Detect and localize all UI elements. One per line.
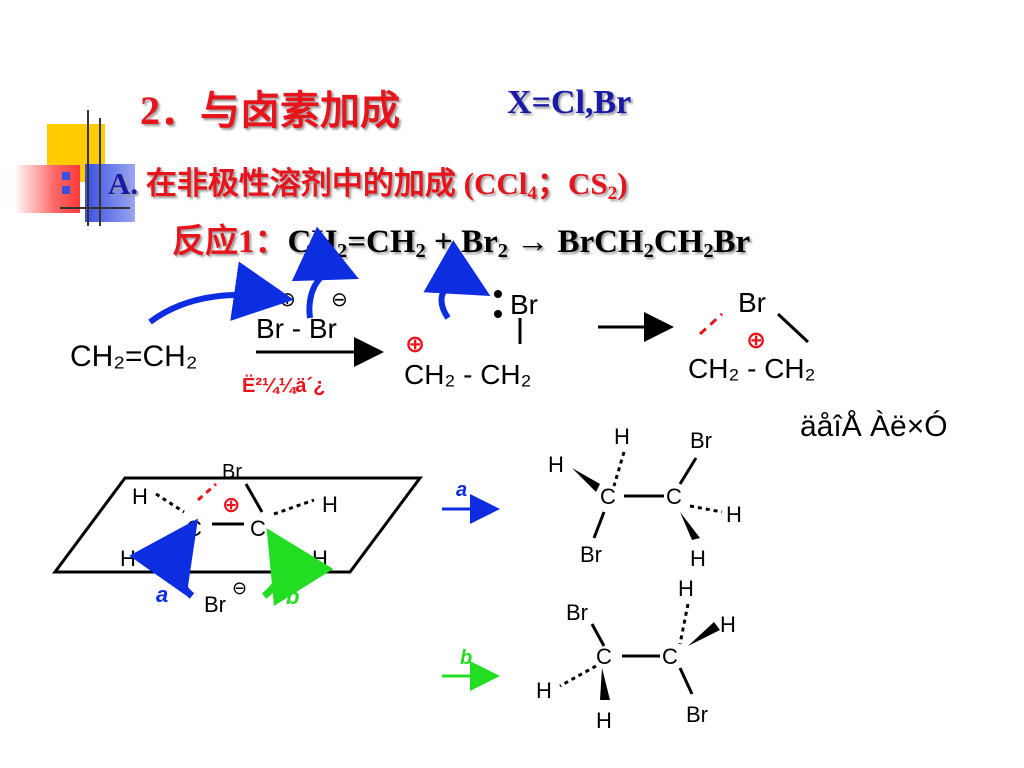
deco-blue-block	[85, 164, 135, 222]
svg-text:C: C	[666, 484, 682, 509]
plane-c2: C	[250, 516, 266, 541]
plane-h2: H	[322, 492, 338, 517]
attack-arrow-b	[261, 528, 334, 607]
path-a-label: a	[156, 582, 168, 607]
bromonium-bromine: Br	[738, 287, 766, 318]
electron-arrow-2	[291, 226, 359, 319]
bromonium-chain: CH₂ - CH₂	[688, 353, 816, 384]
plane-plus: ⊕	[222, 492, 240, 517]
title-number: 2．	[140, 88, 200, 133]
intermediate-chain: CH₂ - CH₂	[404, 359, 532, 390]
solvent-list: (CCl4；CS2)	[463, 166, 628, 204]
path-b-label: b	[286, 584, 299, 609]
svg-text:H: H	[720, 612, 736, 637]
svg-text:C: C	[600, 484, 616, 509]
plane-h3: H	[120, 546, 136, 571]
svg-text:H: H	[536, 678, 552, 703]
carbocation-plus: ⊕	[405, 331, 425, 358]
svg-text:H: H	[596, 708, 612, 733]
svg-text:C: C	[596, 644, 612, 669]
subheading: A. 在非极性溶剂中的加成 (CCl4；CS2)	[108, 158, 628, 205]
plane-h4: H	[312, 546, 328, 571]
svg-text:Br: Br	[566, 600, 588, 625]
title-text: 与卤素加成	[200, 88, 400, 133]
halogen-label: X=Cl,Br	[507, 84, 632, 121]
svg-text:Br: Br	[690, 428, 712, 453]
svg-text:Br: Br	[686, 702, 708, 727]
bromine-minus-charge: ⊖	[331, 289, 348, 311]
svg-text:H: H	[726, 502, 742, 527]
subheading-letter: A.	[108, 166, 139, 201]
garbled-bromonium-label: äåîÅ Àë×Ó	[800, 410, 948, 443]
bromide-minus: ⊖	[232, 578, 247, 598]
intermediate-bromine: Br	[510, 289, 538, 320]
subheading-text1: 在非极性溶剂	[145, 166, 332, 201]
svg-text:H: H	[548, 452, 564, 477]
garbled-reagent-label: Ë²¼¼ä´¿	[242, 374, 325, 397]
svg-text:H: H	[614, 424, 630, 449]
electron-arrow-3	[423, 240, 491, 320]
attack-arrow-a	[129, 518, 199, 599]
page-title: 2．与卤素加成	[140, 78, 400, 136]
svg-text:b: b	[460, 647, 472, 669]
bromine-molecule: Br - Br	[256, 313, 337, 344]
bromide-anion: Br	[204, 592, 226, 617]
svg-text:Br: Br	[580, 542, 602, 567]
reaction-label: 反应1：	[172, 224, 288, 260]
svg-text:H: H	[690, 546, 706, 571]
ethylene-formula: CH₂=CH₂	[70, 340, 197, 373]
bromonium-plus: ⊕	[746, 327, 766, 354]
electron-arrow-1	[148, 261, 294, 325]
subheading-text2: 中的加成	[331, 166, 456, 201]
svg-text:C: C	[662, 644, 678, 669]
plane-parallelogram	[52, 476, 423, 574]
plane-h1: H	[132, 484, 148, 509]
plane-bromine: Br	[222, 461, 242, 483]
svg-text:H: H	[678, 576, 694, 601]
svg-text:a: a	[456, 479, 467, 501]
